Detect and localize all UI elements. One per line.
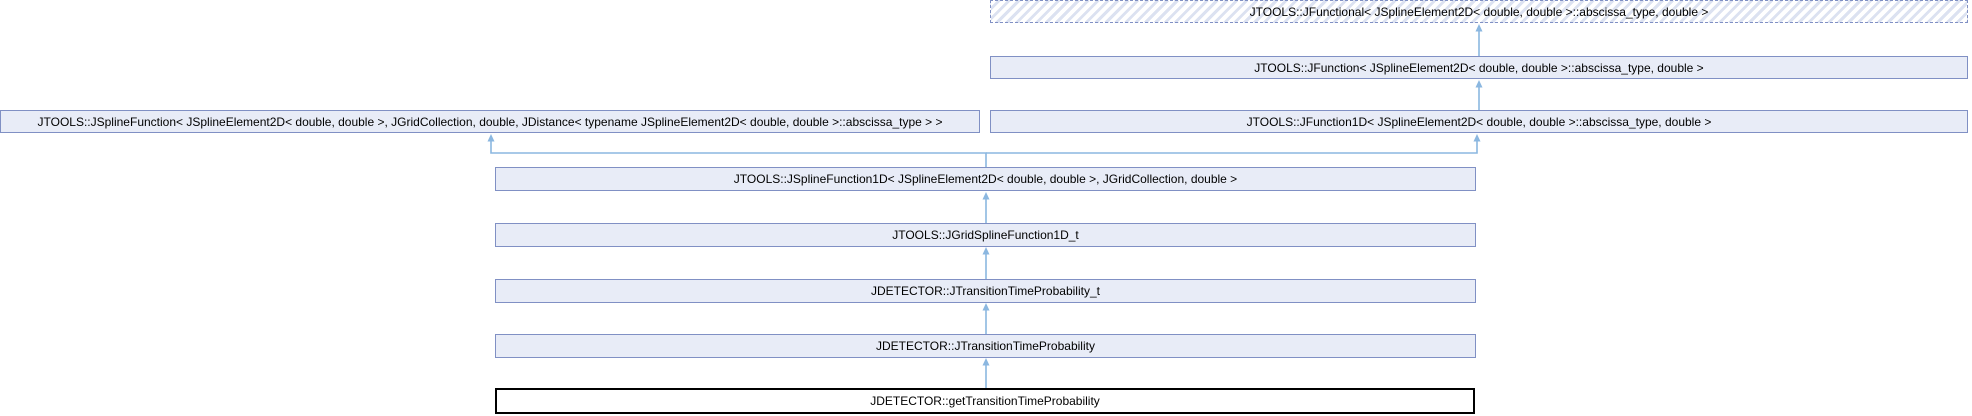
class-node-jtransitiontimeprobability[interactable]: JDETECTOR::JTransitionTimeProbability <box>495 334 1476 358</box>
class-node-jfunction[interactable]: JTOOLS::JFunction< JSplineElement2D< dou… <box>990 56 1968 79</box>
class-node-jsplinefunction1d[interactable]: JTOOLS::JSplineFunction1D< JSplineElemen… <box>495 167 1476 191</box>
class-node-jtransitiontimeprobability_t[interactable]: JDETECTOR::JTransitionTimeProbability_t <box>495 279 1476 303</box>
class-node-jsplinefunction[interactable]: JTOOLS::JSplineFunction< JSplineElement2… <box>0 110 980 133</box>
class-node-jfunctional[interactable]: JTOOLS::JFunctional< JSplineElement2D< d… <box>990 0 1968 23</box>
arrow-jsplinefunction1d-to-jsplinefunction <box>487 134 987 167</box>
class-node-gettransitiontimeprobability-current: JDETECTOR::getTransitionTimeProbability <box>495 388 1475 414</box>
class-node-jgridsplinefunction1d_t[interactable]: JTOOLS::JGridSplineFunction1D_t <box>495 223 1476 247</box>
arrow-jfunction1d-to-jfunction <box>1475 80 1483 110</box>
arrow-gettransitiontimeprobability-to-jtransitiontimeprobability <box>982 358 990 388</box>
arrow-jfunction-to-jfunctional <box>1475 24 1483 56</box>
arrow-jsplinefunction1d-to-jfunction1d <box>986 134 1481 154</box>
class-node-jfunction1d[interactable]: JTOOLS::JFunction1D< JSplineElement2D< d… <box>990 110 1968 133</box>
arrow-jtransitiontimeprobability-to-jtransitiontimeprobability_t <box>982 303 990 334</box>
arrow-jgridsplinefunction1d_t-to-jsplinefunction1d <box>982 192 990 223</box>
arrow-jtransitiontimeprobability_t-to-jgridsplinefunction1d_t <box>982 247 990 279</box>
